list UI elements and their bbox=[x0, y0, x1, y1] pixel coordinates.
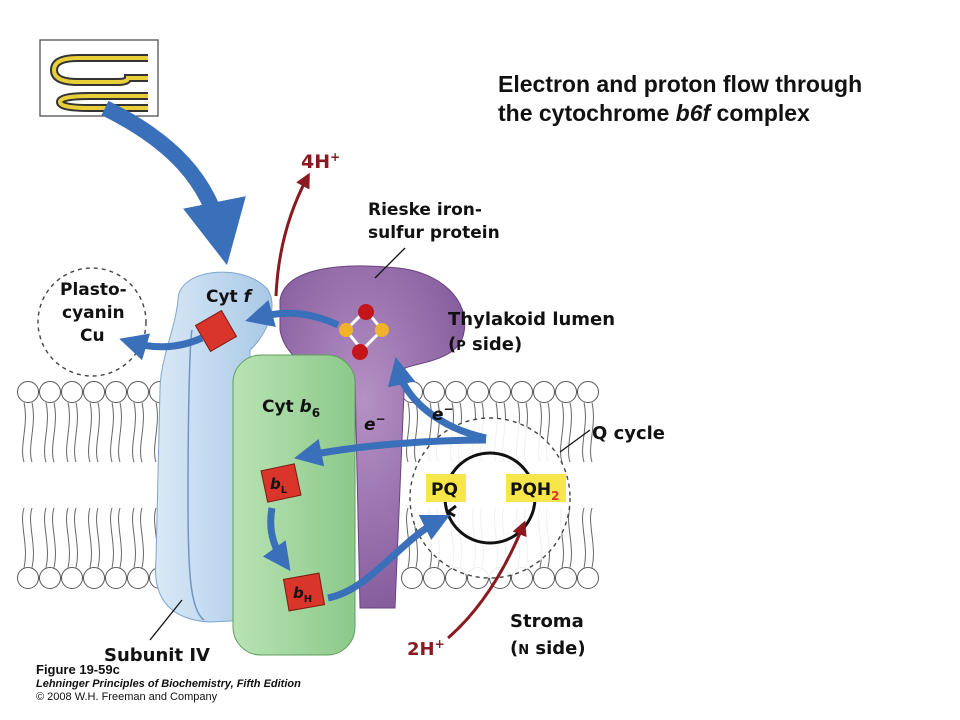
heme-bl-label: bL bbox=[270, 475, 288, 496]
arrow-bl-to-bh bbox=[262, 507, 291, 572]
arrow-bh-to-pq bbox=[327, 514, 451, 602]
lipid-molecule bbox=[423, 381, 445, 589]
pqh2-box bbox=[506, 474, 566, 502]
electron-label-2: e− bbox=[432, 402, 454, 425]
rieske-label-2: sulfur protein bbox=[368, 223, 500, 243]
lipid-molecule bbox=[39, 381, 61, 589]
lipid-molecule bbox=[17, 381, 39, 589]
qcycle-label: Q cycle bbox=[592, 423, 665, 444]
lipid-molecule bbox=[467, 381, 489, 589]
rieske-label-1: Rieske iron- bbox=[368, 200, 482, 220]
book-title: Lehninger Principles of Biochemistry, Fi… bbox=[36, 678, 301, 690]
cyt-b6-protein bbox=[232, 354, 356, 656]
lumen-label-2: (P side) bbox=[448, 334, 522, 355]
title-line-2-prefix: the cytochrome bbox=[498, 100, 676, 126]
lumen-label-1: Thylakoid lumen bbox=[448, 309, 615, 330]
copyright: © 2008 W.H. Freeman and Company bbox=[36, 691, 218, 703]
diagram-title: Electron and proton flow through the cyt… bbox=[498, 70, 948, 128]
lipid-molecule bbox=[533, 381, 555, 589]
protons-in-label: 2H+ bbox=[407, 637, 445, 660]
plastocyanin bbox=[37, 267, 147, 377]
stroma-label-1: Stroma bbox=[510, 611, 584, 632]
lipid-molecule bbox=[83, 381, 105, 589]
subunit-iv-protein bbox=[187, 329, 205, 621]
electron-label-1: e− bbox=[364, 412, 386, 435]
pqh2-label: PQH2 bbox=[510, 480, 560, 503]
cyt-b6-label: Cyt b6 bbox=[262, 397, 320, 420]
arrow-pqh2-to-rieske bbox=[387, 357, 487, 442]
figure-number: Figure 19-59c bbox=[36, 662, 120, 677]
cyt-f-label: Cyt f bbox=[206, 287, 254, 307]
arrow-cytf-to-plastocyanin bbox=[119, 333, 204, 361]
rieske-leader-line bbox=[374, 247, 406, 279]
iron-sulfur-cluster-icon bbox=[339, 304, 389, 360]
arrow-pqh2-to-bl bbox=[294, 436, 487, 467]
qcycle-leader-line bbox=[559, 429, 591, 453]
stroma-label-2: (N side) bbox=[510, 638, 586, 659]
lipid-molecule bbox=[105, 381, 127, 589]
heme-bh-label: bH bbox=[293, 584, 312, 605]
subunit-leader-line bbox=[149, 599, 183, 641]
plastocyanin-label-1: Plasto- bbox=[60, 280, 127, 300]
title-line-2-suffix: complex bbox=[710, 100, 810, 126]
lipid-molecule bbox=[577, 381, 599, 589]
title-line-2-italic: b6f bbox=[675, 100, 711, 126]
pq-box bbox=[426, 474, 466, 502]
lipid-molecule bbox=[61, 381, 83, 589]
plastocyanin-label-2: cyanin bbox=[62, 303, 125, 323]
arrow-protons-in bbox=[447, 520, 527, 640]
plastocyanin-label-3: Cu bbox=[80, 326, 105, 346]
cyt-f-heme bbox=[194, 309, 238, 353]
arrow-protons-out bbox=[274, 172, 310, 297]
title-line-1: Electron and proton flow through bbox=[498, 71, 863, 97]
subunit-iv-label: Subunit IV bbox=[104, 645, 210, 666]
figure-caption: Figure 19-59c Lehninger Principles of Bi… bbox=[36, 662, 301, 703]
arrow-rieske-to-cytf bbox=[245, 300, 340, 329]
inset-pointer-arrow bbox=[101, 100, 246, 266]
q-cycle-arrowhead-left bbox=[445, 504, 457, 518]
title-line-2: the cytochrome b6f complex bbox=[498, 99, 948, 128]
heme-bl bbox=[260, 463, 302, 503]
lipid-molecule bbox=[127, 381, 149, 589]
protons-out-label: 4H+ bbox=[301, 150, 340, 173]
pq-label: PQ bbox=[431, 480, 458, 500]
thylakoid-inset bbox=[39, 39, 159, 117]
heme-bh bbox=[282, 572, 326, 612]
